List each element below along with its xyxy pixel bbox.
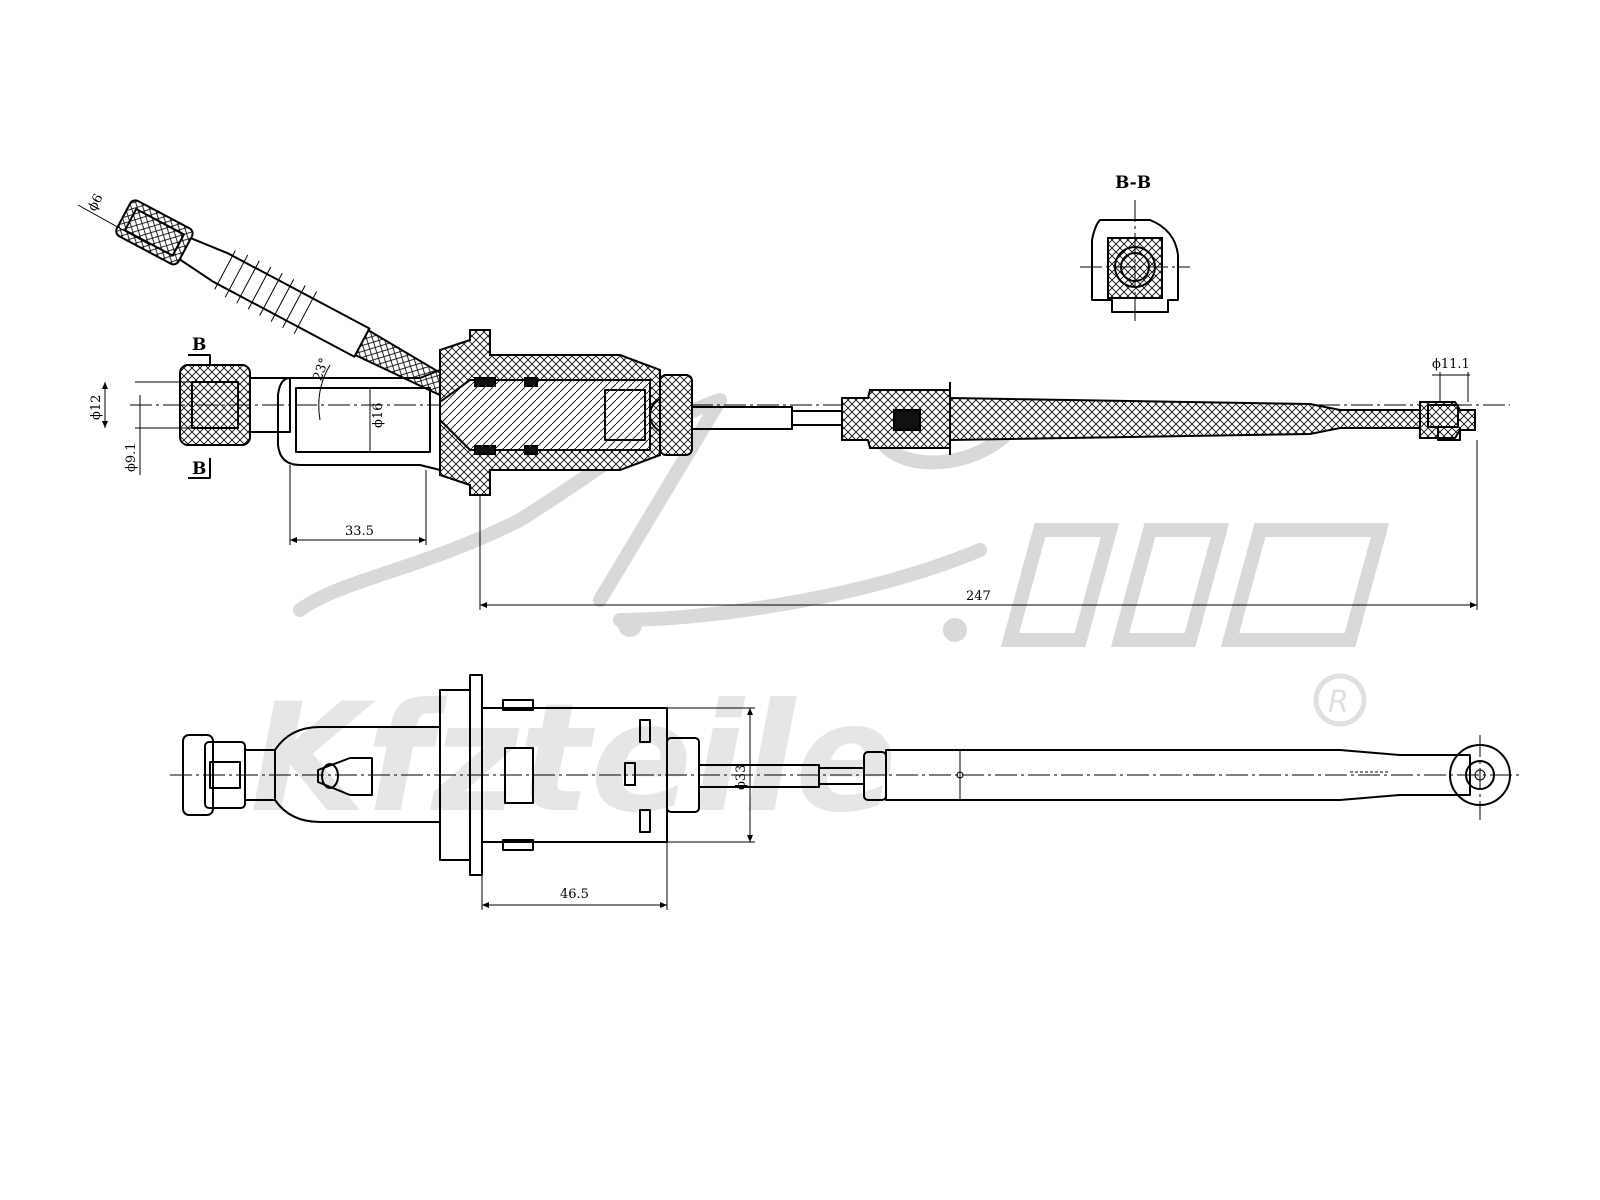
rod-tube <box>949 396 1421 442</box>
cut-marker-label: B <box>192 459 206 479</box>
registered-letter: R <box>1328 685 1349 720</box>
dim-d9-1: ϕ9.1 <box>124 442 139 472</box>
dust-boot <box>659 374 693 456</box>
piston <box>439 379 651 451</box>
dim-33-5: 33.5 <box>289 465 427 545</box>
dim-d11-1: ϕ11.1 <box>1432 357 1470 372</box>
inlet-connector <box>115 199 194 266</box>
dim-d12: ϕ12 <box>89 395 104 420</box>
external-view: ϕ33 46.5 <box>170 674 1520 910</box>
inlet-stub <box>317 757 373 796</box>
watermark: Kfzteile R <box>250 393 1390 846</box>
clevis-end: ϕ11.1 <box>1419 357 1476 441</box>
dim-d33: ϕ33 <box>667 707 755 843</box>
cut-marker-label: B <box>192 335 206 355</box>
watermark-registered-mark: R <box>1313 673 1367 727</box>
inlet-pipe <box>115 199 482 413</box>
dim-d33-label: ϕ33 <box>734 765 749 790</box>
dim-d6: ϕ6 <box>85 192 106 214</box>
dim-d16: ϕ16 <box>371 403 386 428</box>
piston-seat <box>604 389 646 441</box>
dim-46-5-label: 46.5 <box>560 887 589 902</box>
dim-247-label: 247 <box>966 589 991 604</box>
section-view: ϕ6 B B ϕ12 ϕ9.1 <box>77 192 1510 610</box>
section-label: B-B <box>1115 173 1151 193</box>
rod-sleeve <box>841 382 1421 455</box>
section-detail-b-b: B-B <box>1080 173 1190 325</box>
piston-housing <box>439 329 693 496</box>
dim-33-5-label: 33.5 <box>345 524 374 539</box>
dim-247: 247 <box>479 440 1478 610</box>
rod-tube-external <box>885 749 1471 801</box>
dim-46-5: 46.5 <box>481 842 668 910</box>
cut-marker-bottom: B <box>188 458 211 479</box>
dim-left-diameters: ϕ12 ϕ9.1 <box>89 382 141 475</box>
dim-angle: 23° <box>311 356 333 383</box>
